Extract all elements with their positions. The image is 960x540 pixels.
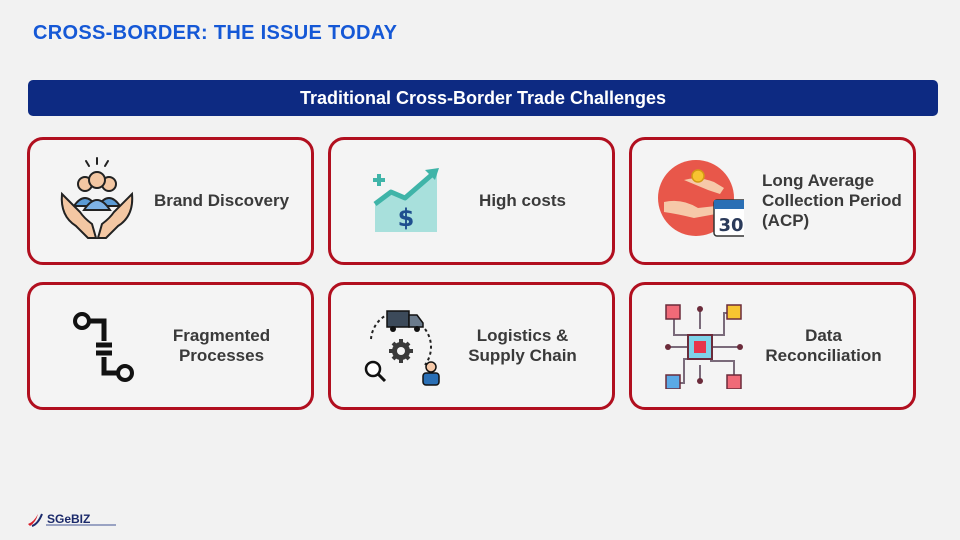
card-brand-discovery: Brand Discovery [27, 137, 314, 265]
payment-calendar-icon: 30 [658, 160, 744, 237]
data-network-icon [665, 304, 743, 389]
card-label: High costs [479, 190, 566, 210]
card-data-reconciliation: Data Reconciliation [629, 282, 916, 410]
card-fragmented-processes: Fragmented Processes [27, 282, 314, 410]
rising-cost-chart-icon: $ [373, 168, 439, 232]
process-path-icon [73, 312, 134, 382]
card-label: Brand Discovery [153, 190, 290, 210]
card-label: Fragmented Processes [172, 325, 271, 365]
page-title: CROSS-BORDER: THE ISSUE TODAY [33, 22, 398, 44]
logo-tagline-line [46, 524, 116, 526]
calendar-number: 30 [718, 215, 743, 236]
hands-people-icon [60, 157, 134, 239]
company-logo: SGeBIZ [26, 510, 116, 528]
logistics-cycle-icon [364, 310, 440, 386]
card-label: Long Average Collection Period (ACP) [762, 170, 902, 231]
card-high-costs: $ High costs [328, 137, 615, 265]
card-label: Data Reconciliation [765, 325, 882, 365]
logo-text: SGeBIZ [47, 512, 91, 526]
card-label: Logistics & Supply Chain [468, 325, 577, 365]
card-long-acp: 30 Long Average Collection Period (ACP) [629, 137, 916, 265]
rocket-swoosh-icon [28, 513, 43, 527]
section-banner: Traditional Cross-Border Trade Challenge… [28, 80, 938, 116]
svg-text:$: $ [398, 204, 415, 232]
card-logistics-supply-chain: Logistics & Supply Chain [328, 282, 615, 410]
